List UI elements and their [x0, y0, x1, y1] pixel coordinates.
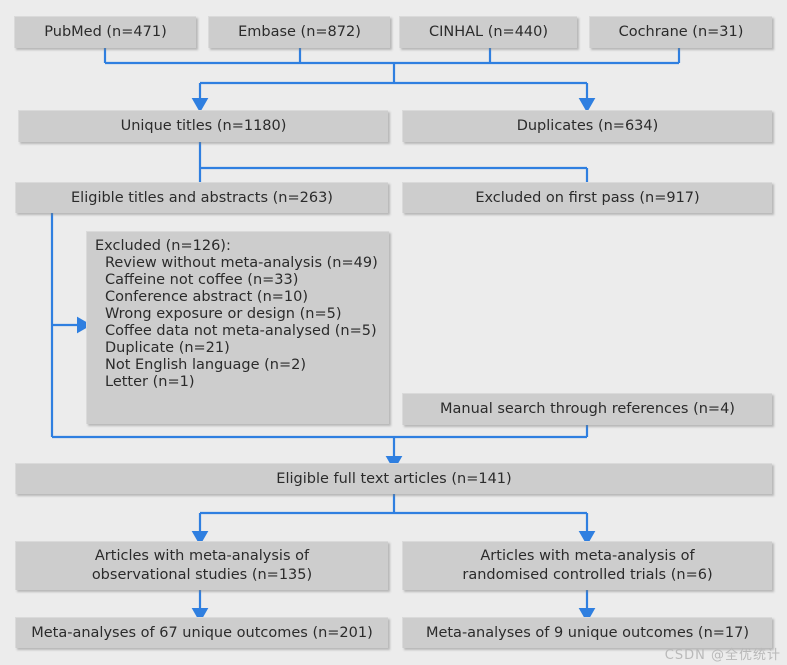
excluded-header: Excluded (n=126):: [95, 238, 231, 254]
box-label: Eligible full text articles (n=141): [276, 470, 512, 487]
source-label: PubMed (n=471): [44, 24, 167, 40]
source-box-cinhal[interactable]: CINHAL (n=440): [399, 16, 577, 48]
excluded-reason: Coffee data not meta-analysed (n=5): [105, 323, 377, 339]
box-label: Meta-analyses of 9 unique outcomes (n=17…: [425, 624, 750, 641]
source-box-pubmed[interactable]: PubMed (n=471): [14, 16, 196, 48]
box-eligible-full-text[interactable]: Eligible full text articles (n=141): [15, 463, 772, 494]
box-label: Excluded on first pass (n=917): [475, 189, 700, 206]
box-unique-titles[interactable]: Unique titles (n=1180): [18, 110, 388, 142]
excluded-reason: Not English language (n=2): [105, 357, 306, 373]
box-label: Manual search through references (n=4): [440, 401, 735, 417]
box-excluded-first-pass[interactable]: Excluded on first pass (n=917): [402, 182, 772, 213]
box-label: Eligible titles and abstracts (n=263): [71, 189, 333, 206]
box-outcomes-rct[interactable]: Meta-analyses of 9 unique outcomes (n=17…: [402, 617, 772, 648]
box-label: Unique titles (n=1180): [120, 118, 287, 134]
box-manual-search[interactable]: Manual search through references (n=4): [402, 393, 772, 425]
source-box-embase[interactable]: Embase (n=872): [208, 16, 390, 48]
excluded-reason: Wrong exposure or design (n=5): [105, 306, 342, 322]
box-label-line2: observational studies (n=135): [91, 567, 313, 583]
excluded-reason: Duplicate (n=21): [105, 340, 230, 356]
source-box-cochrane[interactable]: Cochrane (n=31): [589, 16, 772, 48]
box-label-line2: randomised controlled trials (n=6): [462, 567, 713, 583]
box-label-line1: Articles with meta-analysis of: [480, 548, 695, 564]
source-label: CINHAL (n=440): [428, 24, 549, 40]
excluded-reason: Letter (n=1): [105, 374, 195, 390]
box-label: Meta-analyses of 67 unique outcomes (n=2…: [31, 624, 373, 641]
box-duplicates[interactable]: Duplicates (n=634): [402, 110, 772, 142]
box-excluded-reasons[interactable]: Excluded (n=126): Review without meta-an…: [86, 231, 389, 424]
box-label-line1: Articles with meta-analysis of: [94, 548, 310, 564]
watermark: CSDN @全优统计: [664, 648, 781, 663]
excluded-reason: Review without meta-analysis (n=49): [105, 255, 378, 271]
box-label: Duplicates (n=634): [516, 118, 659, 134]
source-label: Embase (n=872): [238, 24, 361, 40]
excluded-reason: Caffeine not coffee (n=33): [105, 272, 299, 288]
box-articles-rct[interactable]: Articles with meta-analysis of randomise…: [402, 541, 772, 590]
box-articles-observational[interactable]: Articles with meta-analysis of observati…: [15, 541, 388, 590]
excluded-reason: Conference abstract (n=10): [105, 289, 309, 305]
box-outcomes-observational[interactable]: Meta-analyses of 67 unique outcomes (n=2…: [15, 617, 388, 648]
box-eligible-titles-abstracts[interactable]: Eligible titles and abstracts (n=263): [15, 182, 388, 213]
source-label: Cochrane (n=31): [618, 24, 744, 40]
